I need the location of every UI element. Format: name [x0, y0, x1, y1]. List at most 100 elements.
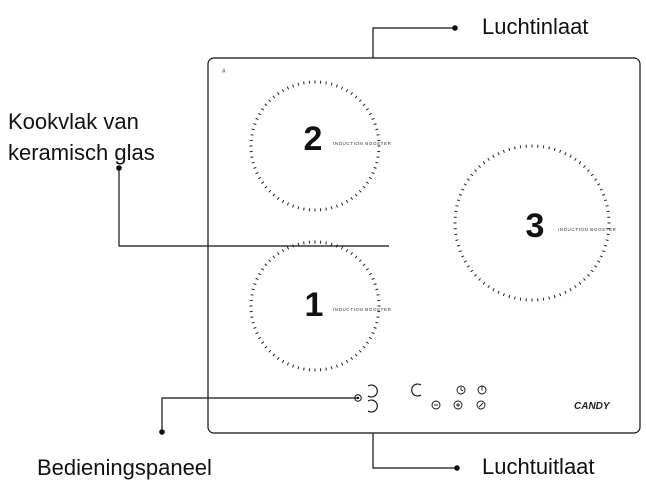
- zone-tick: [375, 161, 379, 164]
- zone-tick: [255, 171, 259, 175]
- zone-tick: [461, 188, 465, 191]
- zone-2-booster-label: INDUCTION BOOSTER: [333, 141, 392, 146]
- zone-tick: [264, 103, 268, 107]
- zone-tick: [345, 249, 349, 253]
- zone-tick: [603, 199, 608, 202]
- zone-tick: [362, 103, 366, 107]
- zone-tick: [599, 255, 603, 258]
- zone-tick: [325, 207, 327, 211]
- zone-tick: [559, 293, 562, 297]
- zone-tick: [335, 84, 338, 88]
- zone-tick: [340, 246, 344, 250]
- zone-3-booster-label: INDUCTION BOOSTER: [558, 227, 617, 232]
- zone-tick: [250, 294, 254, 296]
- zone-tick: [497, 152, 500, 156]
- zone-tick: [373, 326, 377, 329]
- zone-tick: [375, 288, 379, 291]
- zone-select-right-icon[interactable]: [411, 383, 422, 397]
- zone-tick: [297, 82, 300, 86]
- zone-tick: [292, 204, 295, 208]
- zone-tick: [261, 267, 265, 271]
- plus-icon[interactable]: [453, 400, 463, 410]
- zone-tick: [358, 349, 362, 353]
- zone-tick: [362, 185, 366, 189]
- zone-tick: [253, 283, 257, 286]
- timer-icon[interactable]: [456, 385, 466, 395]
- zone-tick: [251, 161, 255, 164]
- zone-tick: [272, 193, 276, 197]
- zone-tick: [458, 250, 462, 253]
- zone-tick: [272, 255, 276, 259]
- zone-tick: [603, 244, 608, 247]
- zone-tick: [583, 277, 586, 281]
- zone-tick: [358, 189, 362, 193]
- zone-tick: [455, 205, 459, 207]
- zone-tick: [474, 169, 478, 172]
- zone-tick: [268, 349, 272, 353]
- zone-tick: [508, 147, 511, 152]
- power-icon[interactable]: [477, 385, 487, 395]
- zone-tick: [599, 188, 603, 191]
- zone-tick: [251, 288, 255, 291]
- zone-1-number: 1: [305, 286, 324, 324]
- zone-tick: [272, 95, 276, 99]
- air-outlet-label: Luchtuitlaat: [482, 454, 595, 479]
- zone-tick: [569, 288, 572, 292]
- zone-tick: [350, 92, 354, 96]
- zone-tick: [474, 274, 478, 277]
- zone-tick: [303, 241, 305, 245]
- zone-tick: [482, 281, 486, 285]
- zone-select-top-icon[interactable]: [367, 384, 378, 398]
- zone-tick: [368, 336, 372, 340]
- zone-tick: [605, 205, 609, 207]
- zone-tick: [368, 272, 372, 276]
- zone-tick: [286, 202, 290, 206]
- zone-tick: [340, 362, 344, 366]
- zone-3-number: 3: [526, 207, 545, 245]
- cooking-zone-1: [249, 240, 381, 372]
- zone-tick: [502, 149, 505, 153]
- zone-tick: [458, 193, 462, 196]
- zone-tick: [590, 173, 594, 177]
- minus-icon[interactable]: [431, 400, 441, 410]
- zone-tick: [350, 252, 354, 256]
- zone-tick: [253, 123, 257, 126]
- zone-tick: [590, 269, 594, 273]
- zone-2-number: 2: [304, 120, 323, 158]
- zone-tick: [286, 246, 290, 250]
- control-panel-leader: [161, 397, 358, 431]
- zone-tick: [564, 152, 567, 156]
- zone-tick: [376, 316, 380, 318]
- zone-tick: [456, 199, 461, 202]
- zone-tick: [303, 81, 305, 85]
- zone-tick: [362, 345, 366, 349]
- lock-icon[interactable]: [476, 400, 486, 410]
- zone-tick: [268, 189, 272, 193]
- zone-select-bottom-icon[interactable]: [367, 399, 378, 413]
- zone-tick: [371, 117, 375, 121]
- zone-tick: [574, 285, 577, 289]
- zone-1-booster-label: INDUCTION BOOSTER: [333, 307, 392, 312]
- control-panel: [354, 383, 487, 413]
- zone-tick: [261, 107, 265, 111]
- zone-tick: [456, 244, 461, 247]
- zone-tick: [268, 259, 272, 263]
- air-outlet-leader: [372, 433, 455, 469]
- zone-tick: [358, 99, 362, 103]
- zone-tick: [463, 183, 467, 186]
- zone-tick: [368, 176, 372, 180]
- zone-tick: [261, 341, 265, 345]
- zone-tick: [365, 341, 369, 345]
- zone-tick: [258, 176, 262, 180]
- glass-leader: [118, 168, 389, 247]
- zone-tick: [253, 166, 257, 169]
- zone-tick: [345, 199, 349, 203]
- zone-tick: [345, 89, 349, 93]
- zone-tick: [365, 107, 369, 111]
- zone-tick: [264, 185, 268, 189]
- zone-tick: [478, 165, 481, 169]
- zone-tick: [276, 356, 280, 360]
- zone-tick: [261, 181, 265, 185]
- air-inlet-leader: [372, 27, 453, 58]
